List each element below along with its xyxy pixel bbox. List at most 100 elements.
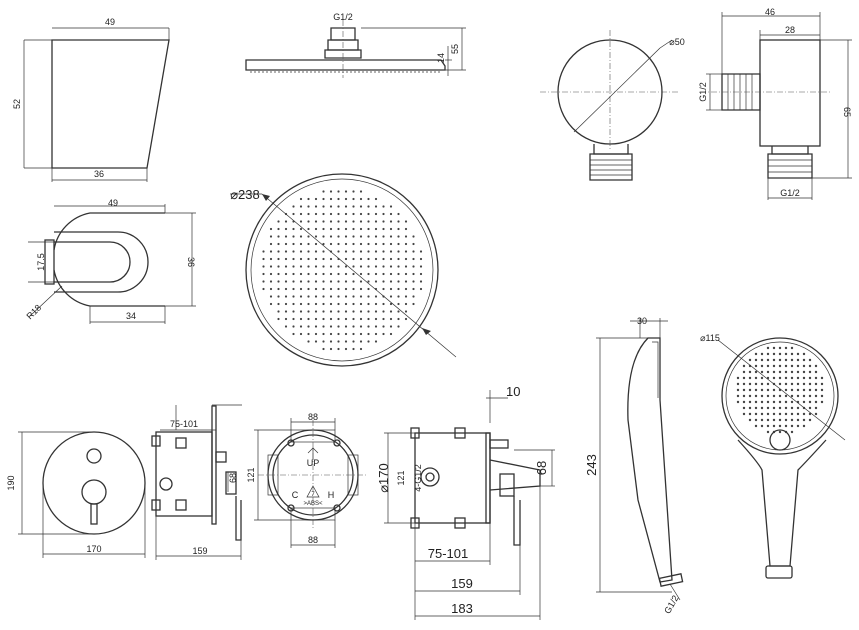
nozzle-dot — [367, 197, 370, 201]
nozzle-dot — [404, 227, 408, 231]
nozzle-dot — [367, 332, 370, 336]
wall-elbow-front-view: ⌀50 — [540, 30, 685, 181]
nozzle-dot — [337, 272, 340, 276]
nozzle-dot — [778, 346, 782, 350]
nozzle-dot — [760, 364, 764, 368]
nozzle-dot — [322, 332, 325, 336]
nozzle-dot — [314, 272, 318, 276]
nozzle-dot — [814, 412, 818, 416]
nozzle-dot — [329, 340, 333, 343]
nozzle-dot — [419, 265, 423, 268]
nozzle-dot — [314, 220, 318, 223]
nozzle-dot — [374, 250, 378, 253]
nozzle-dot — [367, 265, 370, 268]
nozzle-dot — [374, 317, 378, 321]
nozzle-dot — [359, 257, 363, 261]
nozzle-dot — [314, 317, 318, 321]
nozzle-dot — [299, 235, 303, 238]
nozzle-dot — [359, 340, 363, 343]
nozzle-dot — [389, 227, 393, 231]
nozzle-dot — [352, 287, 355, 291]
nozzle-dot — [329, 242, 333, 246]
nozzle-dot — [359, 317, 363, 321]
sec-range-label: 75-101 — [428, 546, 468, 561]
nozzle-dot — [374, 272, 378, 276]
nozzle-dot — [802, 400, 806, 404]
nozzle-dot — [367, 325, 370, 328]
nozzle-dot — [277, 265, 280, 268]
nozzle-dot — [790, 358, 794, 362]
nozzle-dot — [262, 272, 265, 276]
nozzle-dot — [352, 265, 355, 268]
nozzle-dot — [374, 332, 378, 336]
nozzle-dot — [374, 295, 378, 298]
nozzle-dot — [397, 317, 400, 321]
nozzle-dot — [772, 400, 776, 404]
nozzle-dot — [299, 310, 303, 313]
nozzle-dot — [754, 418, 758, 422]
nozzle-dot — [344, 325, 348, 328]
nozzle-dot — [404, 242, 408, 246]
nozzle-dot — [352, 347, 355, 351]
nozzle-dot — [772, 370, 776, 374]
nozzle-dot — [748, 370, 752, 374]
nozzle-dot — [766, 430, 770, 434]
nozzle-dot — [778, 418, 782, 422]
nozzle-dot — [784, 400, 788, 404]
nozzle-dot — [389, 265, 393, 268]
nozzle-dot — [337, 325, 340, 328]
nozzle-dot — [299, 212, 303, 216]
nozzle-dot — [742, 400, 746, 404]
nozzle-dot — [778, 370, 782, 374]
rain-nozzle-pattern — [262, 190, 423, 351]
nozzle-dot — [292, 287, 295, 291]
nozzle-dot — [374, 235, 378, 238]
nozzle-dot — [269, 272, 273, 276]
nozzle-dot — [796, 352, 800, 356]
nozzle-dot — [760, 406, 764, 410]
holder-bottom-label: 34 — [126, 311, 136, 321]
nozzle-dot — [329, 310, 333, 313]
nozzle-dot — [314, 302, 318, 306]
nozzle-dot — [269, 295, 273, 298]
nozzle-dot — [389, 250, 393, 253]
nozzle-dot — [262, 265, 265, 268]
nozzle-dot — [389, 242, 393, 246]
nozzle-dot — [314, 325, 318, 328]
nozzle-dot — [322, 287, 325, 291]
nozzle-dot — [790, 430, 794, 434]
nozzle-dot — [314, 205, 318, 208]
nozzle-dot — [382, 265, 385, 268]
nozzle-dot — [766, 352, 770, 356]
nozzle-dot — [307, 250, 310, 253]
holder-width-label: 49 — [105, 17, 115, 27]
cover-plate-front-view: 190 170 — [6, 431, 146, 558]
nozzle-dot — [299, 317, 303, 321]
nozzle-dot — [784, 418, 788, 422]
nozzle-dot — [766, 412, 770, 416]
nozzle-dot — [397, 235, 400, 238]
nozzle-dot — [374, 212, 378, 216]
nozzle-dot — [404, 220, 408, 223]
nozzle-dot — [754, 388, 758, 392]
nozzle-dot — [760, 370, 764, 374]
nozzle-dot — [404, 272, 408, 276]
nozzle-dot — [754, 364, 758, 368]
nozzle-dot — [814, 376, 818, 380]
nozzle-dot — [382, 332, 385, 336]
nozzle-dot — [307, 205, 310, 208]
nozzle-dot — [344, 310, 348, 313]
nozzle-dot — [299, 332, 303, 336]
nozzle-dot — [322, 220, 325, 223]
nozzle-dot — [352, 212, 355, 216]
sec-height-label: 121 — [396, 470, 406, 485]
nozzle-dot — [754, 358, 758, 362]
hand-depth-label: 30 — [637, 316, 647, 326]
nozzle-dot — [397, 212, 400, 216]
nozzle-dot — [352, 220, 355, 223]
nozzle-dot — [778, 430, 782, 434]
nozzle-dot — [766, 418, 770, 422]
nozzle-dot — [389, 220, 393, 223]
nozzle-dot — [344, 302, 348, 306]
nozzle-dot — [329, 287, 333, 291]
